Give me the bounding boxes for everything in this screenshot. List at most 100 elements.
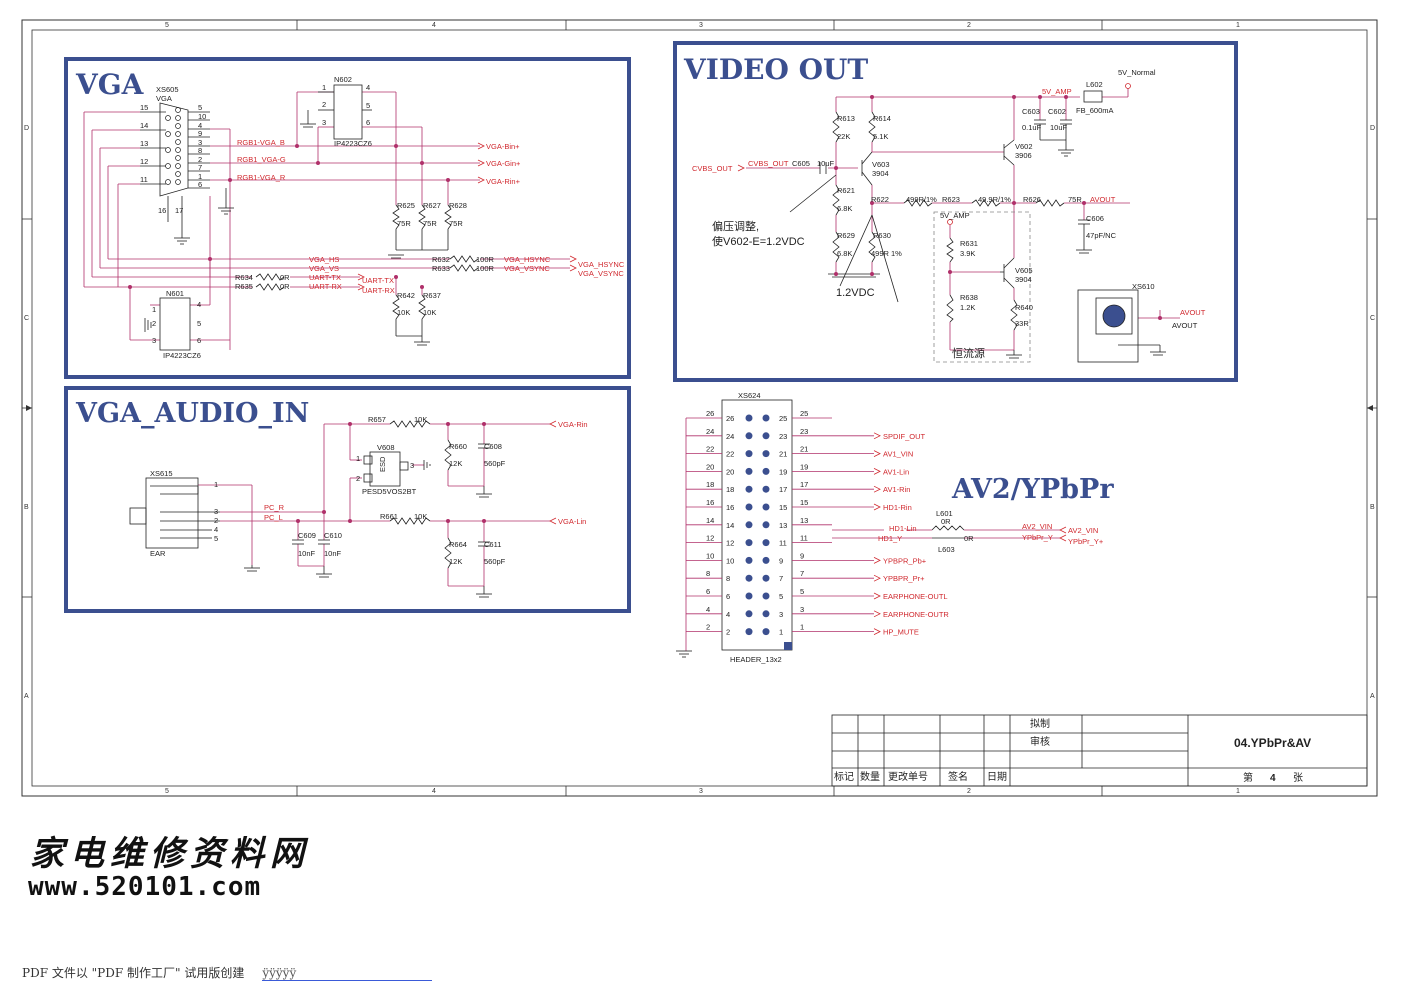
svg-text:3: 3 bbox=[699, 788, 703, 795]
vga-circuit bbox=[83, 84, 577, 351]
svg-text:VGA-Rin+: VGA-Rin+ bbox=[486, 177, 521, 186]
svg-text:L602: L602 bbox=[1086, 80, 1103, 89]
svg-text:V602: V602 bbox=[1015, 142, 1033, 151]
header-signal-label: AV1-Lin bbox=[883, 467, 909, 476]
svg-text:张: 张 bbox=[1293, 772, 1303, 784]
header-pin-right: 21 bbox=[779, 450, 787, 459]
svg-text:CVBS_OUT: CVBS_OUT bbox=[748, 159, 789, 168]
svg-text:A: A bbox=[1370, 693, 1375, 700]
header-pin-right: 3 bbox=[779, 610, 783, 619]
svg-text:R626: R626 bbox=[1023, 195, 1041, 204]
svg-text:9: 9 bbox=[198, 129, 202, 138]
svg-text:恒流源: 恒流源 bbox=[952, 346, 985, 360]
svg-text:IP4223CZ6: IP4223CZ6 bbox=[334, 139, 372, 148]
svg-text:5.1K: 5.1K bbox=[873, 132, 888, 141]
svg-text:3904: 3904 bbox=[872, 169, 889, 178]
svg-text:R638: R638 bbox=[960, 293, 978, 302]
svg-text:12K: 12K bbox=[449, 459, 462, 468]
svg-text:R635: R635 bbox=[235, 282, 253, 291]
header-pin-left-outer: 10 bbox=[706, 551, 714, 560]
svg-text:A: A bbox=[24, 693, 29, 700]
svg-text:3: 3 bbox=[198, 138, 202, 147]
svg-text:499R/1%: 499R/1% bbox=[906, 195, 937, 204]
svg-text:R632: R632 bbox=[432, 255, 450, 264]
svg-text:2: 2 bbox=[152, 319, 156, 328]
header-pin-dot bbox=[762, 610, 770, 618]
svg-text:HD1_Y: HD1_Y bbox=[878, 534, 902, 543]
svg-text:0.1uF: 0.1uF bbox=[1022, 123, 1042, 132]
header-pin-dot bbox=[762, 503, 770, 511]
svg-text:C: C bbox=[24, 315, 29, 322]
svg-text:RGB1-VGA_R: RGB1-VGA_R bbox=[237, 173, 286, 182]
svg-text:C606: C606 bbox=[1086, 214, 1104, 223]
header-pin-left: 24 bbox=[726, 432, 734, 441]
svg-text:22K: 22K bbox=[837, 132, 850, 141]
svg-text:AV2_VIN: AV2_VIN bbox=[1022, 522, 1052, 531]
svg-text:V608: V608 bbox=[377, 443, 395, 452]
vga-audio-block bbox=[64, 386, 631, 613]
svg-text:2: 2 bbox=[198, 155, 202, 164]
svg-text:XS624: XS624 bbox=[738, 391, 761, 400]
svg-text:100R: 100R bbox=[476, 255, 495, 264]
svg-text:2: 2 bbox=[967, 788, 971, 795]
header-pin-right-outer: 13 bbox=[800, 516, 808, 525]
svg-text:5: 5 bbox=[366, 101, 370, 110]
header-pin-right-outer: 15 bbox=[800, 498, 808, 507]
video-out-notes: 偏压调整, 使V602-E=1.2VDC 1.2VDC 恒流源 bbox=[712, 219, 985, 360]
header-pin-dot bbox=[762, 414, 770, 422]
pdf-footer-link[interactable]: ÿÿÿÿÿ bbox=[262, 966, 433, 981]
svg-text:16: 16 bbox=[158, 206, 166, 215]
header-signal-label: HD1-Rin bbox=[883, 503, 912, 512]
video-out-circuit bbox=[737, 83, 1180, 363]
svg-text:1.2VDC: 1.2VDC bbox=[836, 287, 875, 299]
svg-text:4: 4 bbox=[366, 83, 370, 92]
svg-text:YPbPr_Y: YPbPr_Y bbox=[1022, 533, 1053, 542]
header-circuit bbox=[676, 399, 1067, 658]
header-pin-right: 5 bbox=[779, 592, 783, 601]
svg-text:UART-TX: UART-TX bbox=[309, 273, 341, 282]
svg-text:PC_L: PC_L bbox=[264, 513, 283, 522]
svg-text:3.9K: 3.9K bbox=[960, 249, 975, 258]
svg-text:1: 1 bbox=[1236, 22, 1240, 29]
svg-text:4: 4 bbox=[1270, 773, 1276, 784]
svg-text:100R: 100R bbox=[476, 264, 495, 273]
title-block-text: 拟制 审核 04.YPbPr&AV 标记 数量 更改单号 签名 日期 第 4 张 bbox=[834, 717, 1311, 784]
svg-text:1.2K: 1.2K bbox=[960, 303, 975, 312]
header-pin-right-outer: 23 bbox=[800, 427, 808, 436]
header-pin-dot bbox=[762, 574, 770, 582]
svg-text:偏压调整,: 偏压调整, bbox=[712, 219, 759, 233]
header-pin-left-outer: 4 bbox=[706, 605, 710, 614]
svg-text:11: 11 bbox=[140, 175, 148, 184]
header-pin-dot bbox=[762, 628, 770, 636]
svg-text:10K: 10K bbox=[414, 415, 427, 424]
svg-text:VGA_VSYNC: VGA_VSYNC bbox=[578, 269, 624, 278]
svg-text:日期: 日期 bbox=[987, 771, 1007, 783]
header-pin-left: 14 bbox=[726, 521, 734, 530]
header-pin-left: 2 bbox=[726, 628, 730, 637]
svg-text:VGA-Rin: VGA-Rin bbox=[558, 420, 588, 429]
header-pin-left-outer: 20 bbox=[706, 462, 714, 471]
svg-text:C605: C605 bbox=[792, 159, 810, 168]
svg-text:5V_AMP: 5V_AMP bbox=[940, 211, 970, 220]
svg-text:HEADER_13x2: HEADER_13x2 bbox=[730, 655, 782, 664]
header-pin-right: 25 bbox=[779, 414, 787, 423]
av2-title: AV2/YPbPr bbox=[952, 474, 1114, 505]
header-pin-left-outer: 24 bbox=[706, 427, 714, 436]
svg-text:0R: 0R bbox=[280, 273, 290, 282]
svg-text:6: 6 bbox=[198, 180, 202, 189]
header-pin-right-outer: 11 bbox=[800, 534, 808, 543]
svg-text:7: 7 bbox=[198, 163, 202, 172]
header-pin-left: 4 bbox=[726, 610, 730, 619]
svg-text:ESD: ESD bbox=[378, 456, 387, 472]
header-pin-dot bbox=[745, 610, 753, 618]
svg-text:1: 1 bbox=[356, 454, 360, 463]
header-net-labels: HD1-Lin HD1_Y AV2_VIN YPbPr_Y AV2_VIN YP… bbox=[878, 522, 1104, 546]
svg-text:AVOUT: AVOUT bbox=[1180, 308, 1206, 317]
svg-text:CVBS_OUT: CVBS_OUT bbox=[692, 164, 733, 173]
svg-text:49.9R/1%: 49.9R/1% bbox=[978, 195, 1011, 204]
header-pin-right: 23 bbox=[779, 432, 787, 441]
header-pin-left-outer: 26 bbox=[706, 409, 714, 418]
svg-text:R627: R627 bbox=[423, 201, 441, 210]
